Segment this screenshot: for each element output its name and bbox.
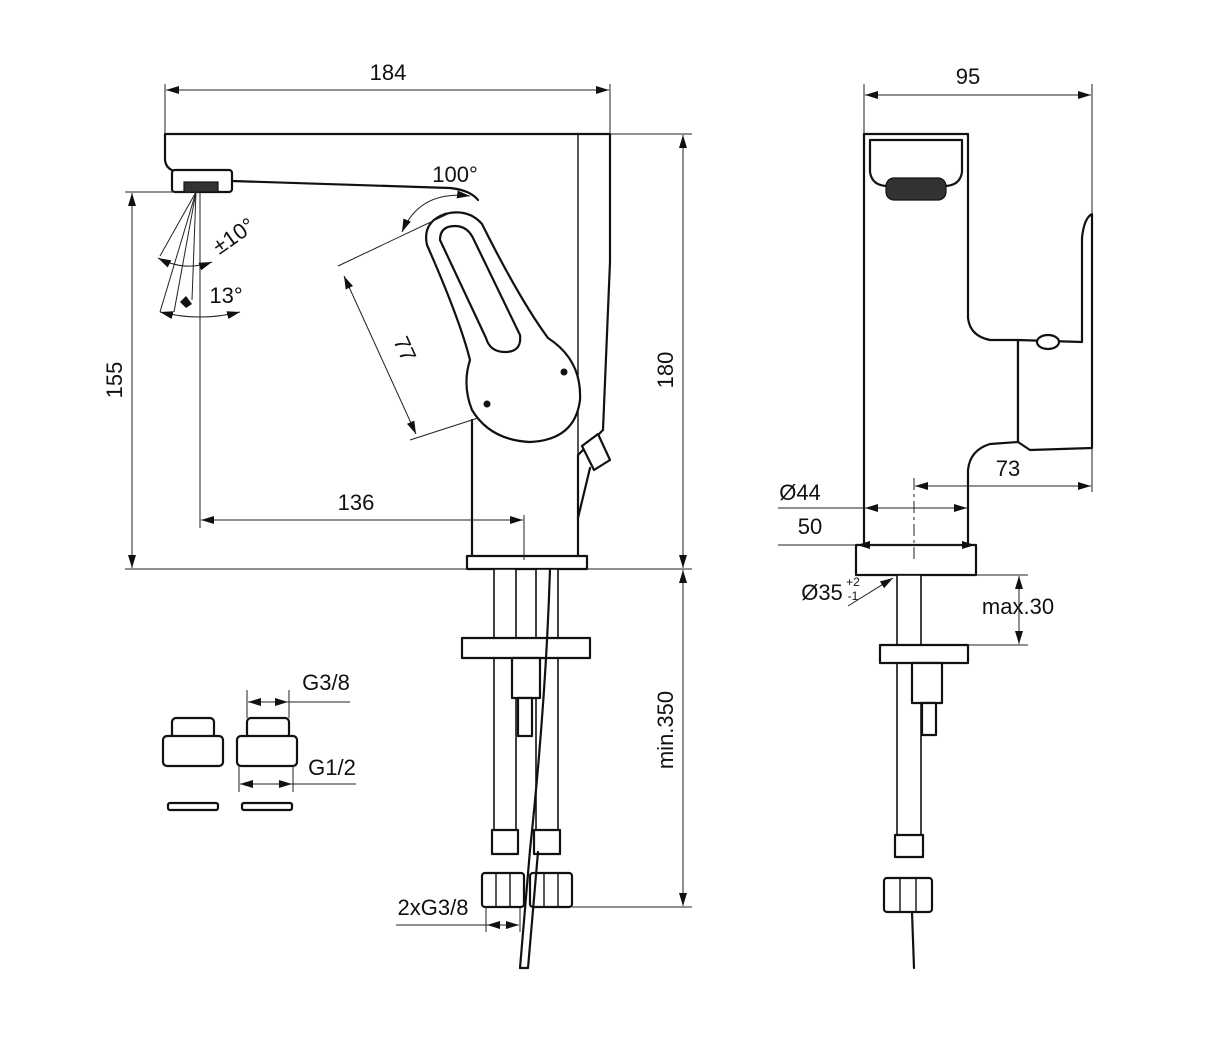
dim-73-label: 73 [996, 456, 1020, 481]
dim-100deg-label: 100° [432, 162, 478, 187]
dim-d44-label: Ø44 [779, 480, 821, 505]
dim-95-label: 95 [956, 64, 980, 89]
front-lever-screw-top [560, 368, 568, 376]
dim-10deg-label: ±10° [208, 213, 259, 259]
front-base-plate [465, 554, 589, 571]
side-mount-bracket [878, 643, 970, 665]
dim-50-label: 50 [798, 514, 822, 539]
dim-10deg-arc [157, 257, 213, 271]
adapter-1-body [161, 734, 225, 768]
dim-180-label: 180 [653, 352, 678, 389]
front-popup-rod-lower [518, 567, 552, 970]
side-hose-crimp [893, 833, 925, 859]
front-view: 184 180 155 136 77 100° ±10° 13° [102, 60, 692, 970]
dim-184-label: 184 [370, 60, 407, 85]
spray-ray-2 [173, 191, 197, 313]
front-mount-bracket [460, 636, 592, 660]
dim-13deg-arc [159, 311, 241, 320]
dim-max30-label: max.30 [982, 594, 1054, 619]
front-aerator-outlet [183, 181, 219, 193]
front-hose-left [493, 568, 517, 840]
dim-adapter-g12-label: G1/2 [308, 755, 356, 780]
front-mount-stud [516, 696, 534, 738]
side-base-plate [854, 543, 978, 577]
dim-13deg-label: 13° [209, 283, 242, 308]
adapter-fittings: G3/8 G1/2 [161, 670, 356, 812]
front-popup-rod [576, 466, 592, 520]
side-lever-screw [1035, 333, 1061, 351]
adapter-2-washer [240, 801, 294, 812]
side-aerator [885, 177, 947, 201]
dim-155-label: 155 [102, 362, 127, 399]
dim-350-label: min.350 [653, 691, 678, 769]
dim-d35-tol-upper: +2 [846, 575, 860, 589]
front-hose-right [535, 568, 559, 840]
front-hose-nut-right [528, 871, 574, 909]
adapter-2-body [235, 734, 299, 768]
side-popup-rod [910, 910, 916, 970]
dim-d35-tol-lower: -1 [848, 589, 859, 603]
front-popup-knob [580, 432, 612, 472]
dim-136-label: 136 [338, 490, 375, 515]
front-hose-crimp-left [490, 828, 520, 856]
side-mount-nut [910, 661, 944, 705]
side-lever [1016, 212, 1094, 452]
side-hose [896, 574, 922, 841]
dim-100deg-arc [401, 190, 471, 233]
dim-adapter-g38-label: G3/8 [302, 670, 350, 695]
front-hose-crimp-right [532, 828, 562, 856]
adapter-1-washer [166, 801, 220, 812]
spray-ray-1 [159, 191, 197, 257]
dim-77-line [343, 275, 417, 435]
front-mount-nut [510, 656, 542, 700]
dim-g38-label: 2xG3/8 [398, 895, 469, 920]
side-mount-stud [920, 701, 938, 737]
side-hose-nut [882, 876, 934, 914]
spray-ray-4 [159, 191, 197, 313]
dim-77-ext-bottom [409, 417, 479, 441]
side-view: 95 73 Ø44 50 Ø35 +2 -1 max.30 [778, 64, 1094, 970]
dim-d35-label: Ø35 [801, 580, 843, 605]
front-hose-nut-left [480, 871, 526, 909]
dim-d35-leader [847, 577, 894, 607]
spray-tilt-mark [180, 296, 192, 308]
dim-77-label: 77 [388, 333, 421, 366]
spray-ray-3 [191, 191, 197, 301]
front-lever-screw-bottom [483, 400, 491, 408]
